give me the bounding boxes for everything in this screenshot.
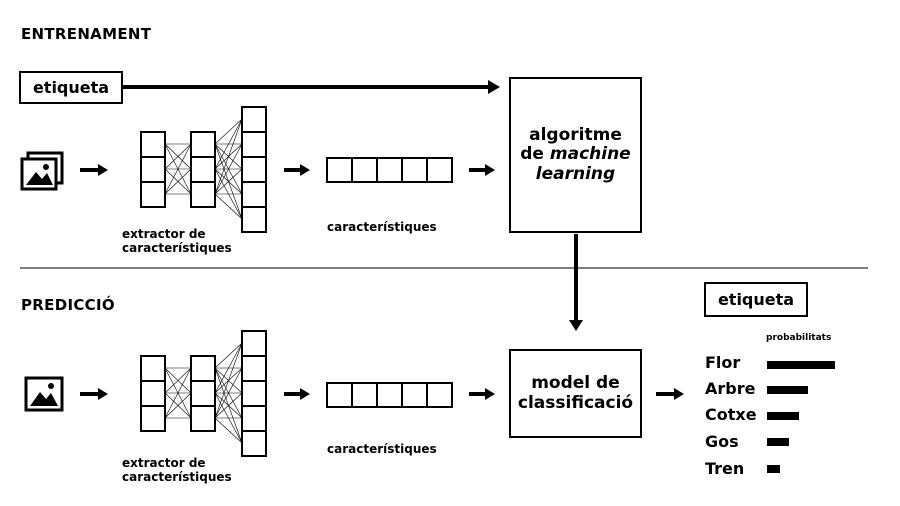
training-section-title: ENTRENAMENT — [21, 25, 152, 43]
probabilities-header: probabilitats — [766, 333, 832, 343]
arrow-right-icon — [469, 388, 495, 400]
probability-bar — [767, 386, 808, 394]
arrow-right-icon — [284, 388, 310, 400]
arrow-right-icon — [656, 388, 684, 400]
probability-bar — [767, 361, 835, 369]
probability-bar — [767, 438, 789, 446]
training-features-label: característiques — [327, 220, 437, 234]
class-label: Cotxe — [705, 405, 757, 424]
neural-network-icon — [140, 330, 267, 457]
model-line2: classificació — [517, 392, 634, 413]
arrow-right-icon — [80, 164, 108, 176]
training-extractor-label: extractor de característiques — [122, 227, 232, 256]
neural-network-icon — [140, 106, 267, 233]
classification-model-box: model de classificació — [509, 349, 642, 438]
arrow-right-icon — [284, 164, 310, 176]
feature-vector — [326, 382, 453, 408]
training-label-box: etiqueta — [19, 71, 123, 104]
prediction-extractor-label: extractor de característiques — [122, 456, 232, 485]
training-extractor-label-line1: extractor de — [122, 227, 206, 241]
image-icon — [24, 376, 64, 412]
class-label: Arbre — [705, 379, 756, 398]
probability-bar — [767, 465, 780, 473]
prediction-section-title: PREDICCIÓ — [21, 296, 115, 314]
ml-algorithm-line1: algoritme — [529, 124, 622, 145]
feature-vector — [326, 157, 453, 183]
prediction-extractor-label-line1: extractor de — [122, 456, 206, 470]
class-label: Gos — [705, 432, 739, 451]
label-to-algorithm-arrow — [123, 80, 500, 94]
ml-algorithm-line3: learning — [535, 163, 616, 184]
probability-bar — [767, 412, 799, 420]
model-line1: model de — [531, 372, 620, 393]
prediction-features-label: característiques — [327, 442, 437, 456]
arrow-right-icon — [80, 388, 108, 400]
arrow-right-icon — [469, 164, 495, 176]
image-stack-icon — [20, 151, 64, 191]
arrow-down-icon — [569, 234, 583, 331]
prediction-label-box: etiqueta — [704, 282, 808, 317]
class-label: Tren — [705, 459, 745, 478]
ml-algorithm-line2: de machine — [520, 144, 631, 165]
ml-algorithm-box: algoritme de machine learning — [509, 77, 642, 233]
prediction-extractor-label-line2: característiques — [122, 469, 232, 484]
training-extractor-label-line2: característiques — [122, 240, 232, 255]
class-label: Flor — [705, 353, 741, 372]
